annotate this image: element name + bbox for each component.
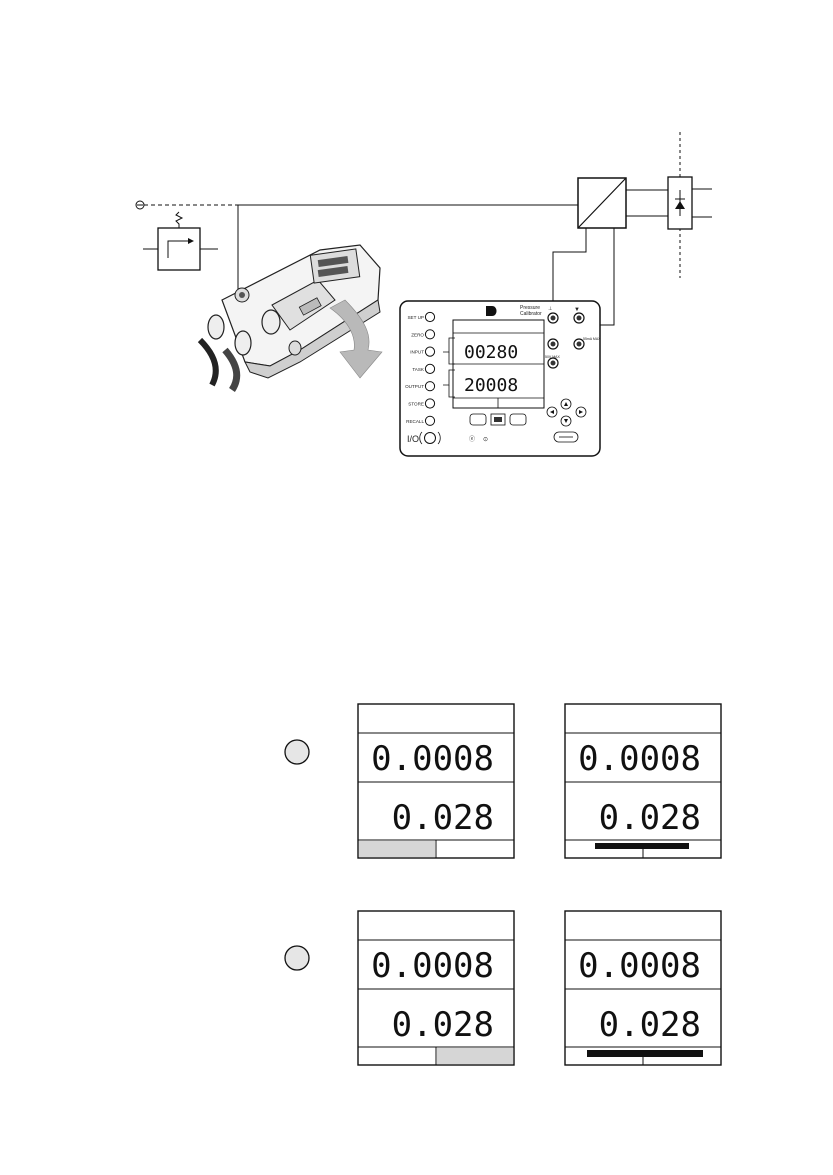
io-label: I/O [407,434,419,444]
panel-button[interactable] [425,399,434,408]
lcd-top-value: 0.0008 [371,739,494,779]
svg-text:ⓔ: ⓔ [469,435,475,443]
lcd-bottom-value: 0.028 [599,798,701,838]
zener-barrier-icon [668,177,712,229]
lcd-top-value: 0.0008 [578,946,701,986]
panel-button[interactable] [425,312,434,321]
panel-button[interactable] [425,347,434,356]
lcd-bottom-value: 0.028 [599,1005,701,1045]
panel-button-label: SET UP [407,315,424,320]
panel-title-2: Calibrator [520,311,542,317]
lcd-screen: 0.0008 0.028 [565,704,721,858]
display-bottom-value: 20008 [464,375,518,396]
panel-button-label: STORE [408,402,424,407]
softkey-bar-highlight [437,1048,513,1064]
regulator-icon [143,212,218,270]
calibrator-front-panel: Druck Pressure Calibrator 00280 20008 [400,301,601,456]
terminal-label: 50V MAX [545,355,560,359]
lcd-bottom-value: 0.028 [392,1005,494,1045]
panel-button-label: RECALL [406,419,424,424]
svg-text:⊥: ⊥ [548,306,552,312]
progress-bar [587,1050,703,1057]
panel-button-label: TASK [412,367,425,372]
lcd-screen: 0.0008 0.028 [565,911,721,1065]
wiring-diagram: Druck Pressure Calibrator 00280 20008 [0,0,833,480]
panel-button-label: INPUT [410,350,424,355]
softkey-right-button[interactable] [285,946,309,970]
lcd-top-value: 0.0008 [371,946,494,986]
display-states: 0.00080.0280.00080.0280.00080.0280.00080… [0,690,833,1090]
svg-text:▼: ▼ [574,307,580,313]
lcd-bottom-value: 0.028 [392,798,494,838]
panel-button[interactable] [425,330,434,339]
progress-bar [595,843,689,849]
transducer-icon [578,178,668,228]
lcd-top-value: 0.0008 [578,739,701,779]
panel-button[interactable] [425,416,434,425]
panel-button-label: OUTPUT [405,384,424,389]
lcd-screen: 0.0008 0.028 [358,911,514,1065]
softkey-bar-highlight [359,841,435,857]
softkey-left-button[interactable] [285,740,309,764]
range-label: 55mA MAX [583,337,601,341]
panel-button-label: ZERO [411,332,424,337]
svg-text:⊙: ⊙ [483,437,488,443]
brand-logo-icon [486,306,497,316]
display-top-value: 00280 [464,342,518,363]
panel-button[interactable] [425,382,434,391]
panel-button[interactable] [425,364,434,373]
lcd-screen: 0.0008 0.028 [358,704,514,858]
